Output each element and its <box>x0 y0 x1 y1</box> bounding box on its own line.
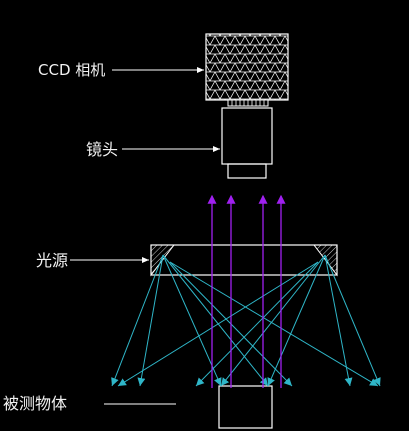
incident-rays <box>111 254 381 387</box>
label-lens: 镜头 <box>86 140 118 159</box>
ccd-camera <box>205 33 289 107</box>
lens <box>221 107 273 179</box>
label-light-source: 光源 <box>36 251 68 270</box>
label-object: 被测物体 <box>3 394 67 413</box>
reflected-rays <box>207 194 286 388</box>
object-under-test <box>218 385 273 429</box>
label-ccd-camera: CCD 相机 <box>38 61 105 79</box>
